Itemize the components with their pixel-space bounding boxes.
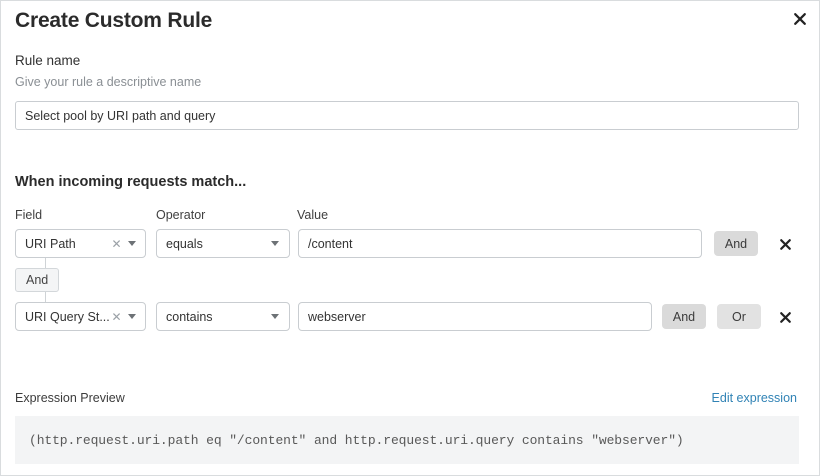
- rule-name-help-text: Give your rule a descriptive name: [15, 75, 202, 89]
- operator-select-2-value: contains: [166, 309, 213, 324]
- match-section-heading: When incoming requests match...: [15, 174, 247, 190]
- operator-select-2[interactable]: contains: [156, 302, 290, 331]
- chevron-down-icon[interactable]: [125, 314, 139, 319]
- value-input-1[interactable]: [298, 229, 702, 258]
- field-select-2-value: URI Query St...: [25, 309, 110, 324]
- condition-row: URI Query St... ✕ contains: [1, 302, 820, 331]
- and-button-1[interactable]: And: [714, 231, 758, 256]
- operator-select-1-value: equals: [166, 236, 203, 251]
- expression-preview-text: (http.request.uri.path eq "/content" and…: [29, 432, 684, 448]
- clear-icon[interactable]: ✕: [111, 309, 122, 324]
- group-connector-and[interactable]: And: [15, 268, 60, 292]
- or-button-2[interactable]: Or: [717, 304, 761, 329]
- expression-preview-box: (http.request.uri.path eq "/content" and…: [15, 416, 799, 464]
- field-select-1[interactable]: URI Path ✕: [15, 229, 146, 258]
- operator-select-1[interactable]: equals: [156, 229, 290, 258]
- column-header-value: Value: [297, 208, 329, 222]
- condition-row: URI Path ✕ equals: [1, 229, 820, 258]
- chevron-down-icon[interactable]: [125, 241, 139, 246]
- field-select-2[interactable]: URI Query St... ✕: [15, 302, 146, 331]
- delete-condition-button-1[interactable]: [775, 234, 795, 254]
- delete-condition-button-2[interactable]: [775, 307, 795, 327]
- clear-icon[interactable]: ✕: [111, 236, 122, 251]
- chevron-down-icon[interactable]: [268, 241, 282, 246]
- rule-name-label: Rule name: [15, 53, 81, 68]
- edit-expression-link[interactable]: Edit expression: [711, 391, 797, 405]
- column-header-field: Field: [15, 208, 43, 222]
- chevron-down-icon[interactable]: [268, 314, 282, 319]
- and-button-2[interactable]: And: [662, 304, 706, 329]
- close-icon[interactable]: [788, 7, 812, 31]
- expression-preview-label: Expression Preview: [15, 391, 125, 405]
- column-header-operator: Operator: [156, 208, 206, 222]
- dialog-title: Create Custom Rule: [15, 9, 213, 32]
- field-select-1-value: URI Path: [25, 236, 76, 251]
- value-input-2[interactable]: [298, 302, 652, 331]
- rule-name-input[interactable]: [15, 101, 799, 130]
